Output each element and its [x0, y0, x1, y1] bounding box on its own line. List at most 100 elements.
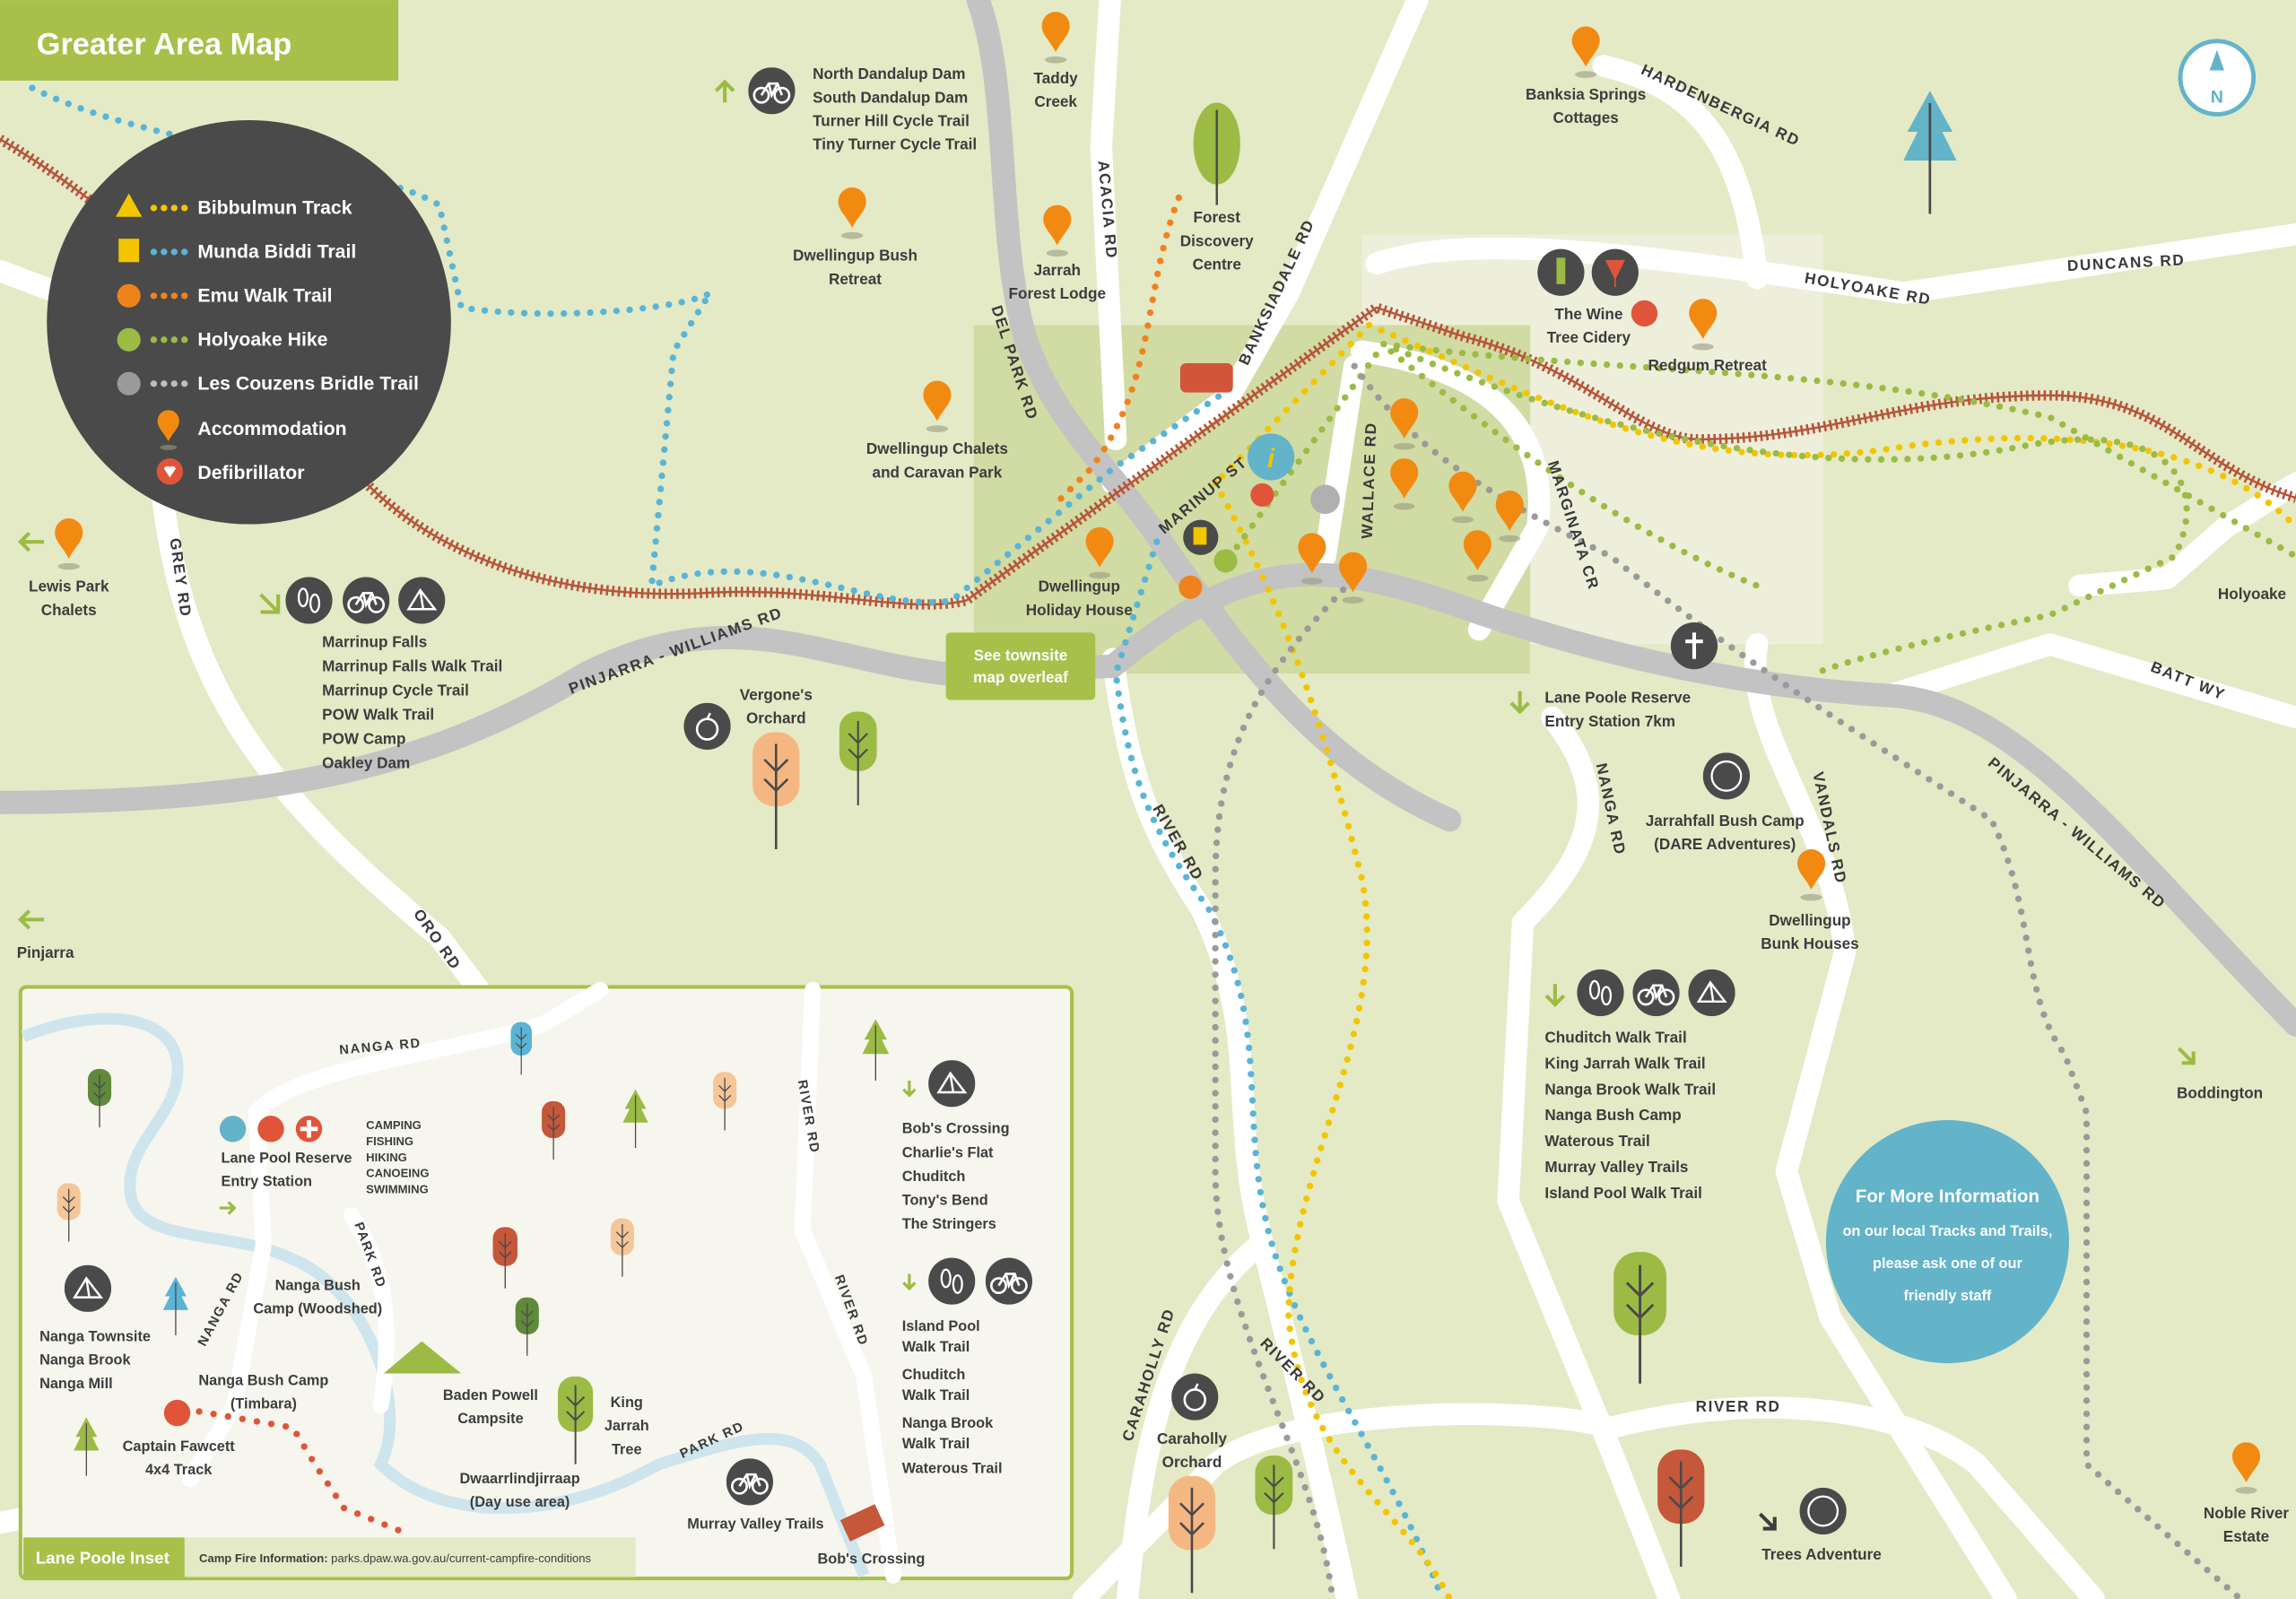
place-label: Forest Lodge	[1009, 284, 1106, 302]
tent-icon[interactable]	[928, 1060, 976, 1108]
place-label: Discovery	[1180, 231, 1254, 249]
place-label: Creek	[1034, 92, 1077, 110]
place-label: Marrinup Cycle Trail	[322, 682, 469, 700]
place-label: Orchard	[1162, 1453, 1222, 1471]
legend-item-les-couzens: Les Couzens Bridle Trail	[117, 371, 419, 395]
holyoake-hike	[1226, 341, 2296, 677]
place-label: Waterous Trail	[1544, 1132, 1649, 1150]
compass-adventure-icon[interactable]	[1702, 752, 1751, 800]
tent-icon[interactable]	[64, 1264, 112, 1312]
info-line: on our local Tracks and Trails,	[1842, 1223, 2052, 1239]
emu-icon	[117, 283, 141, 308]
place-label: Banksia Springs	[1526, 85, 1646, 103]
activity-label: CAMPING	[366, 1118, 422, 1132]
munda-biddi-icon	[118, 239, 140, 263]
arrow-left-icon	[17, 909, 44, 930]
info-icon[interactable]	[1248, 433, 1295, 481]
place-label: and Caravan Park	[873, 463, 1003, 481]
leaf-icon	[117, 327, 141, 352]
compass-adventure-icon[interactable]	[1799, 1487, 1847, 1535]
place-label: North Dandalup Dam	[813, 65, 965, 83]
bike-icon[interactable]	[985, 1257, 1033, 1305]
bibbulmun-track	[1212, 480, 1453, 1599]
bibbulmun-track-east	[1212, 321, 2296, 531]
info-line: friendly staff	[1903, 1288, 1991, 1304]
place-label: Tree Cidery	[1547, 328, 1631, 346]
road-label: WALLACE RD	[1358, 421, 1380, 539]
inset-label: Bob's Crossing	[817, 1551, 925, 1568]
place-label: Noble River	[2204, 1504, 2290, 1522]
legend-label: Munda Biddi Trail	[197, 241, 356, 262]
legend-label: Defibrillator	[197, 463, 304, 483]
leaf-icon	[1213, 549, 1238, 573]
inset-label: Captain Fawcett	[123, 1438, 236, 1455]
inset-label: Camp (Woodshed)	[253, 1301, 382, 1317]
tent-icon[interactable]	[1688, 969, 1735, 1017]
hiking-boots-icon[interactable]	[1577, 969, 1624, 1017]
activity-label: SWIMMING	[366, 1183, 429, 1196]
hiking-boots-icon[interactable]	[928, 1257, 976, 1305]
defibrillator-icon	[1631, 300, 1658, 327]
bike-icon[interactable]	[726, 1458, 774, 1506]
place-label: Vergone's	[740, 685, 813, 703]
place-label: Oakley Dam	[322, 753, 410, 771]
inset-label: Murray Valley Trails	[687, 1516, 823, 1533]
svg-text:Dwaarrlindjirraap(Day use area: Dwaarrlindjirraap(Day use area)	[459, 1471, 579, 1510]
inset-label: Entry Station	[222, 1174, 313, 1190]
arrow-up-left-icon	[259, 593, 281, 614]
bike-icon[interactable]	[343, 577, 390, 624]
arrow-down-icon	[1509, 691, 1530, 715]
see-townsite-button[interactable]: See townsite map overleaf	[945, 632, 1096, 700]
hiking-boots-icon[interactable]	[285, 577, 333, 624]
arrow-down-icon	[902, 1273, 917, 1291]
legend-item-accommodation: Accommodation	[157, 410, 347, 450]
inset-label: Tony's Bend	[902, 1193, 988, 1209]
button-label: map overleaf	[973, 668, 1068, 686]
lane-poole-inset: NANGA RD NANGA RD PARK RD PARK RD RIVER …	[18, 981, 1074, 1584]
legend-label: Accommodation	[197, 419, 346, 439]
place-label: Murray Valley Trails	[1544, 1158, 1688, 1176]
place-label: Dwellingup	[1769, 911, 1850, 929]
inset-label: Chuditch	[902, 1169, 966, 1185]
place-label: POW Walk Trail	[322, 706, 434, 724]
apple-icon[interactable]	[1171, 1373, 1219, 1421]
compass: N	[2178, 39, 2257, 117]
bike-icon[interactable]	[748, 67, 796, 115]
inset-label: Charlie's Flat	[902, 1144, 994, 1160]
svg-text:Jarrahfall Bush Camp(DARE Adve: Jarrahfall Bush Camp(DARE Adventures)	[1646, 812, 1805, 853]
campfire-link[interactable]: parks.dpaw.wa.gov.au/current-campfire-co…	[331, 1551, 591, 1565]
emu-walk-trail	[1050, 194, 1182, 509]
inset-label: Tree	[612, 1441, 642, 1457]
apple-icon[interactable]	[683, 702, 731, 750]
arrow-left-icon	[17, 531, 44, 552]
inset-label: (Day use area)	[470, 1494, 570, 1510]
bike-icon[interactable]	[1632, 969, 1680, 1017]
place-label: The Wine	[1554, 305, 1622, 323]
place-label: Centre	[1193, 255, 1241, 273]
place-label: Taddy	[1034, 69, 1079, 87]
bibbulmun-icon	[115, 193, 143, 217]
inset-label: The Stringers	[902, 1216, 996, 1232]
place-label: Redgum Retreat	[1648, 356, 1768, 374]
place-label: Holyoake	[2218, 585, 2286, 603]
info-line: please ask one of our	[1873, 1256, 2022, 1272]
tent-icon[interactable]	[398, 577, 446, 624]
